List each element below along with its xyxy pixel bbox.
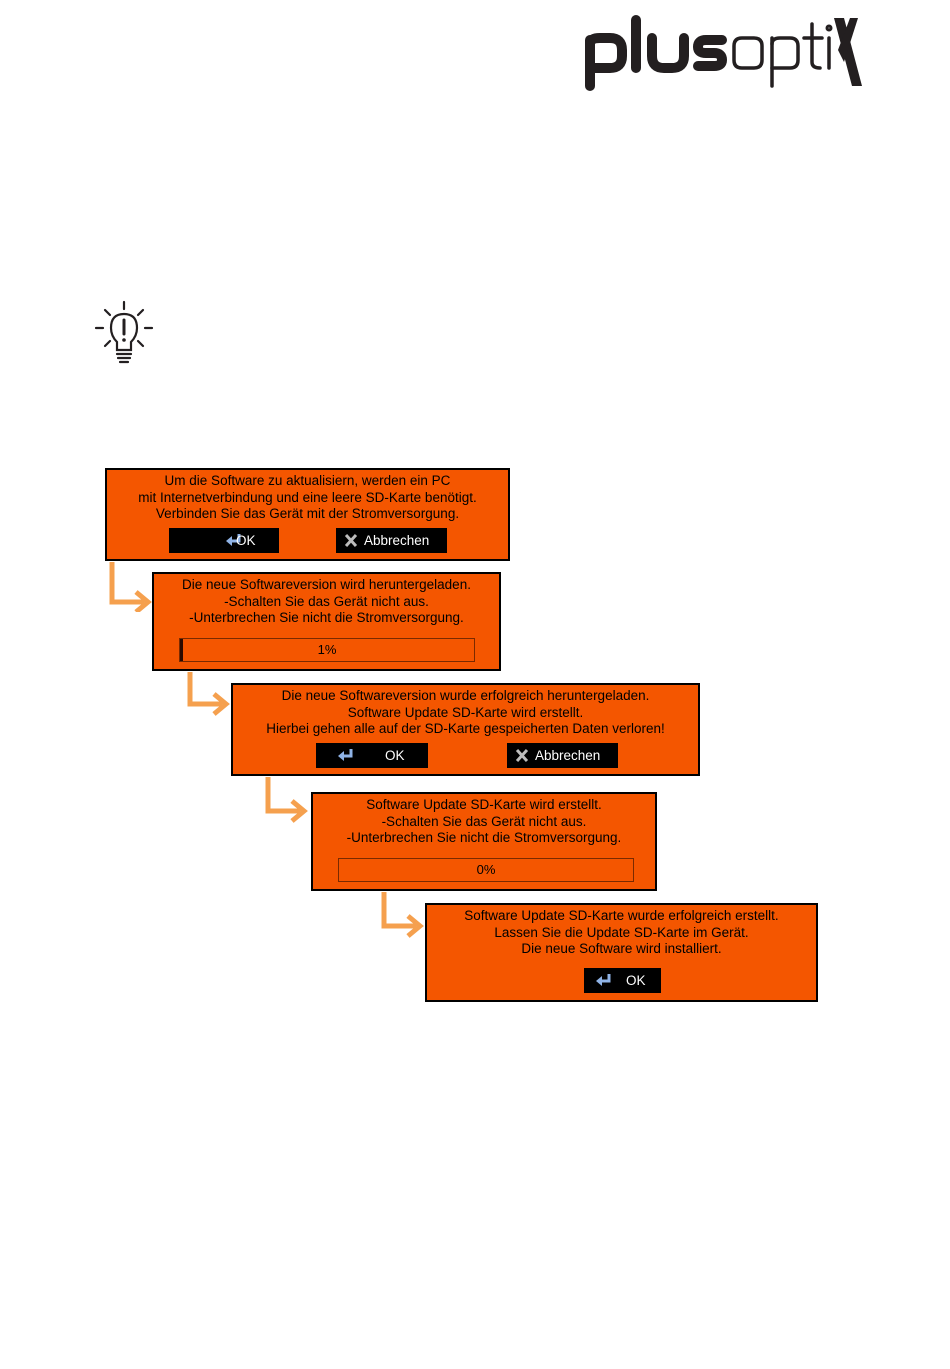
progress-text: 0% [476,862,496,877]
cancel-button[interactable]: Abbrechen [336,528,447,553]
flow-arrow-4 [381,892,424,938]
cancel-label: Abbrechen [364,533,430,548]
lightbulb-icon [93,300,155,366]
dialog-message: Die neue Softwareversion wurde erfolgrei… [233,688,698,738]
dialog-downloading: Die neue Softwareversion wird herunterge… [152,572,501,671]
dialog-line: mit Internetverbindung und eine leere SD… [138,489,477,505]
dialog-line: Die neue Softwareversion wird herunterge… [182,577,471,592]
dialog-sd-card-created: Software Update SD-Karte wurde erfolgrei… [425,903,818,1002]
ok-label: OK [236,533,256,548]
enter-icon [596,974,611,986]
dialog-update-prompt: Um die Software zu aktualisiern, werden … [105,468,510,561]
dialog-line: -Unterbrechen Sie nicht die Stromversorg… [189,610,464,625]
dialog-message: Software Update SD-Karte wurde erfolgrei… [427,908,816,958]
flow-arrow-1 [109,562,152,612]
close-icon [515,748,529,763]
dialog-message: Die neue Softwareversion wird herunterge… [154,577,499,627]
dialog-line: -Schalten Sie das Gerät nicht aus. [381,813,587,829]
dialog-line: Verbinden Sie das Gerät mit der Stromver… [155,506,460,521]
dialog-line: Die neue Softwareversion wurde erfolgrei… [281,688,650,703]
dialog-line: Lassen Sie die Update SD-Karte im Gerät. [494,924,749,940]
dialog-message: Um die Software zu aktualisiern, werden … [107,473,508,523]
ok-button[interactable]: OK [316,743,428,768]
dialog-line: -Schalten Sie das Gerät nicht aus. [224,593,429,609]
ok-label: OK [626,973,646,988]
ok-label: OK [385,748,405,763]
progress-fill [180,639,183,661]
cancel-label: Abbrechen [535,748,601,763]
dialog-line: Hierbei gehen alle auf der SD-Karte gesp… [266,721,665,736]
plusoptix-logo: plusoptix [582,14,864,92]
dialog-create-sd-card: Die neue Softwareversion wurde erfolgrei… [231,683,700,776]
progress-bar: 0% [338,858,634,882]
enter-icon [338,749,353,761]
dialog-creating-sd-card: Software Update SD-Karte wird erstellt. … [311,792,657,891]
dialog-line: Die neue Software wird installiert. [521,941,722,956]
dialog-line: Software Update SD-Karte wird erstellt. [347,704,584,720]
enter-icon [226,534,241,546]
cancel-button[interactable]: Abbrechen [507,743,618,768]
close-icon [344,533,358,548]
progress-bar: 1% [179,638,475,662]
ok-button[interactable]: OK [169,528,279,553]
dialog-line: Software Update SD-Karte wird erstellt. [366,797,602,812]
dialog-line: Software Update SD-Karte wurde erfolgrei… [464,908,779,923]
dialog-line: Um die Software zu aktualisiern, werden … [164,473,451,488]
flow-arrow-3 [265,777,308,823]
ok-button[interactable]: OK [584,968,661,993]
flow-arrow-2 [187,672,230,716]
progress-text: 1% [317,642,337,657]
dialog-line: -Unterbrechen Sie nicht die Stromversorg… [346,830,622,845]
dialog-message: Software Update SD-Karte wird erstellt. … [313,797,655,847]
